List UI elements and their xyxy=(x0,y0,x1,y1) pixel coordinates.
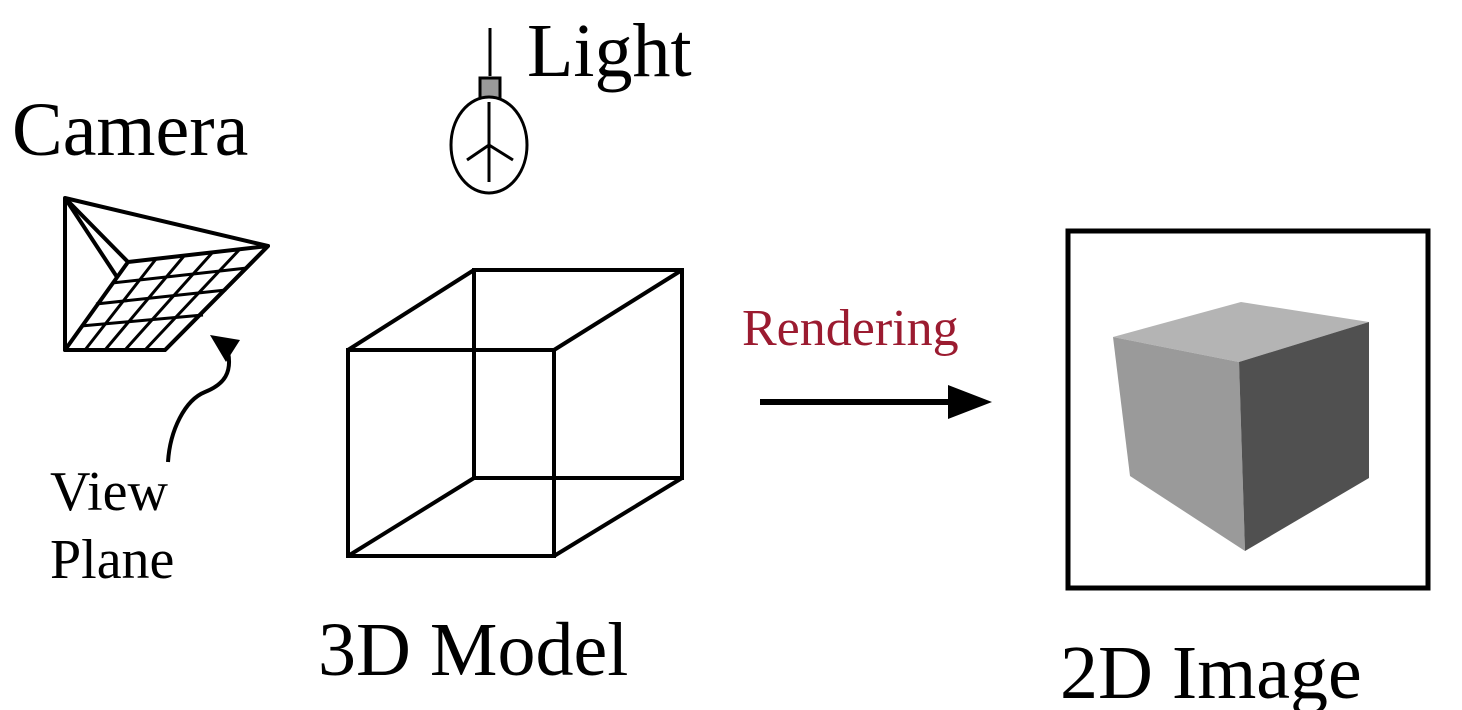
wireframe-cube xyxy=(346,268,684,558)
cube-top-face xyxy=(1113,302,1369,362)
rendering-label: Rendering xyxy=(742,300,959,357)
view-plane-pointer-arrow xyxy=(166,335,240,463)
camera-frustum xyxy=(63,196,270,352)
view-plane-label-line1: View xyxy=(50,461,168,523)
light-bulb-icon xyxy=(449,28,529,195)
model-label: 3D Model xyxy=(318,608,628,692)
cube-side-face xyxy=(1239,322,1369,551)
camera-label: Camera xyxy=(12,88,248,172)
view-plane-label-line2: Plane xyxy=(50,529,174,591)
shaded-cube xyxy=(1113,302,1369,551)
rendering-arrow xyxy=(760,385,992,419)
image-label: 2D Image xyxy=(1060,631,1362,710)
cube-front-face xyxy=(1113,337,1245,551)
light-label: Light xyxy=(527,9,692,93)
